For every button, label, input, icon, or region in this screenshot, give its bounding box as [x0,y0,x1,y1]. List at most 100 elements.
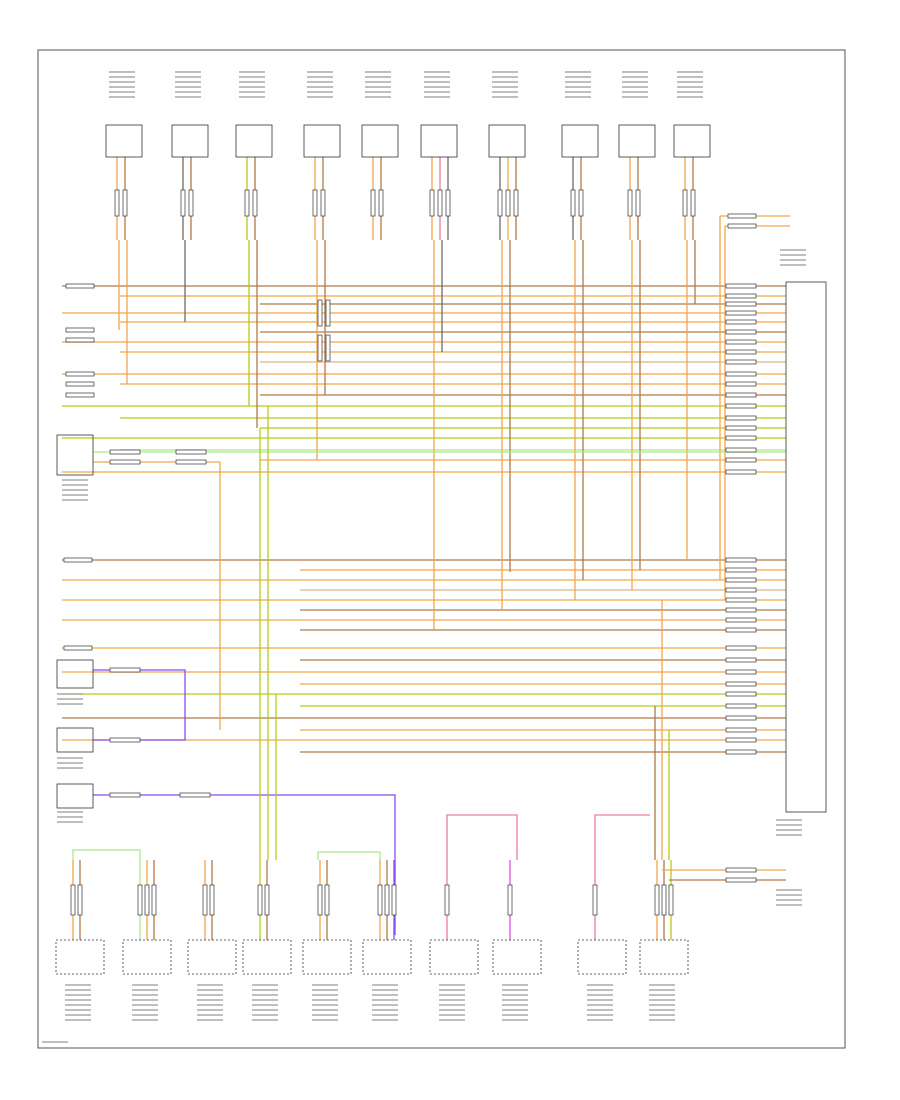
top-connector [627,189,633,217]
top-component-8 [561,124,599,158]
bottom-component-2 [122,939,172,975]
bottom-connector [137,884,143,916]
bottom-connector [444,884,450,916]
top-connector [690,189,696,217]
module-connector [725,577,757,583]
module-connector [725,691,757,697]
module-connector [725,319,757,325]
left-connector [65,327,95,333]
bottom-connector [209,884,215,916]
module-connector [725,617,757,623]
module-connector [725,392,757,398]
bottom-connector [144,884,150,916]
left-connector [65,337,95,343]
top-connector [682,189,688,217]
module-connector [725,469,757,475]
bottom-component-9 [577,939,627,975]
module-connector [725,669,757,675]
top-component-3 [235,124,273,158]
bottom-component-3 [187,939,237,975]
module-connector [725,381,757,387]
purple-wire [93,669,186,741]
left-connector [175,459,207,465]
bottom-component-6 [362,939,412,975]
left-connector [63,645,93,651]
left-connector [109,667,141,673]
module-connector [725,371,757,377]
bottom-connector [77,884,83,916]
top-connector [505,189,511,217]
left-connector [109,737,141,743]
bottom-component-1 [55,939,105,975]
module-connector [725,349,757,355]
top-connector [437,189,443,217]
bottom-connector [592,884,598,916]
top-connector [252,189,258,217]
top-connector [114,189,120,217]
module-connector [727,223,757,229]
bottom-connector [507,884,513,916]
bottom-link-wire [446,814,518,860]
module-connector [725,310,757,316]
top-connector [122,189,128,217]
module-connector [725,329,757,335]
top-component-5 [361,124,399,158]
module-connector [725,447,757,453]
module-connector [725,645,757,651]
components [55,124,827,975]
diagram-frame [37,49,846,1049]
bottom-component-8 [492,939,542,975]
bottom-connector [661,884,667,916]
top-connector [180,189,186,217]
module-connector [725,587,757,593]
bottom-component-4 [242,939,292,975]
left-connector [63,557,93,563]
top-component-2 [171,124,209,158]
module-connector [725,703,757,709]
inline-connector [325,299,331,327]
top-connector [378,189,384,217]
bottom-connector [377,884,383,916]
module-connector [725,749,757,755]
top-connector [244,189,250,217]
module-connector [725,425,757,431]
bottom-component-7 [429,939,479,975]
top-connector [497,189,503,217]
bottom-connector [668,884,674,916]
module-connector [725,727,757,733]
module-connector [725,597,757,603]
top-connector [312,189,318,217]
wires [62,157,790,940]
left-connector [65,283,95,289]
bottom-link-wire [317,851,381,860]
module-connector [725,681,757,687]
module-connector [725,293,757,299]
top-connector [188,189,194,217]
top-component-1 [105,124,143,158]
bottom-link-wire [72,849,141,860]
bottom-connector [257,884,263,916]
module-connector [725,607,757,613]
bottom-connector [324,884,330,916]
bottom-connector [264,884,270,916]
left-component-3 [56,727,94,753]
left-component-2 [56,659,94,689]
module-connector [725,435,757,441]
top-connector [578,189,584,217]
module-connector [725,627,757,633]
top-connector [429,189,435,217]
left-connector [175,449,207,455]
left-connector [65,392,95,398]
module-connector [725,567,757,573]
module-connector [725,737,757,743]
bottom-connector [654,884,660,916]
left-connector [109,792,141,798]
module-connector [725,457,757,463]
top-connector [570,189,576,217]
inline-connector [317,334,323,362]
left-connector [179,792,211,798]
module-connector [725,557,757,563]
top-connector [320,189,326,217]
module-connector [725,415,757,421]
